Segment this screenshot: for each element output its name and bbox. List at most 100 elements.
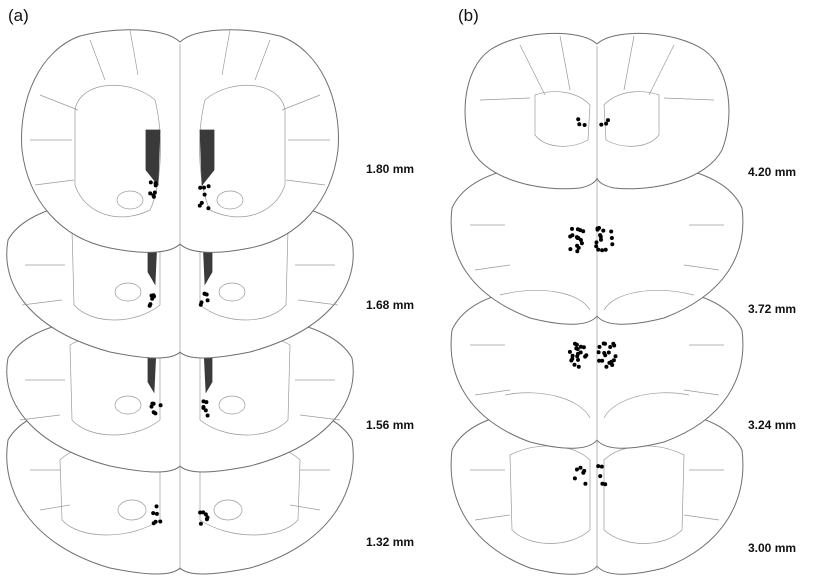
placement-dot: [198, 302, 203, 307]
placement-dot: [576, 364, 581, 369]
placement-dot: [570, 226, 574, 231]
placement-dot: [576, 117, 581, 122]
placement-dot: [205, 298, 210, 303]
placement-dot: [204, 517, 209, 522]
placement-dot: [151, 511, 156, 516]
placement-dot: [601, 228, 606, 233]
placement-dot: [610, 242, 615, 247]
placement-dot: [203, 512, 208, 517]
placement-dot: [599, 464, 604, 469]
placement-dot: [204, 400, 209, 405]
panel-b-label: (b): [458, 6, 479, 25]
placement-dot: [609, 229, 614, 234]
panel-a-sections: [6, 29, 354, 575]
placement-dot: [152, 294, 156, 299]
placement-dot: [578, 228, 583, 233]
placement-dot: [609, 236, 614, 240]
placement-dot: [583, 481, 588, 486]
placement-dot: [600, 358, 605, 363]
level-label-a4: 1.32 mm: [366, 535, 415, 549]
placement-dot: [598, 234, 603, 239]
placement-dot: [575, 243, 580, 248]
placement-dot: [570, 353, 575, 358]
placement-dot: [153, 183, 158, 188]
placement-dot: [603, 341, 607, 346]
placement-dot: [577, 122, 582, 127]
placement-dots: [147, 117, 618, 526]
placement-dot: [581, 345, 586, 350]
placement-dot: [596, 350, 601, 355]
placement-dot: [206, 184, 211, 189]
placement-dot: [151, 410, 156, 415]
placement-dot: [582, 123, 587, 127]
level-label-b4: 3.00 mm: [748, 541, 797, 555]
panel-b-sections: [450, 32, 744, 575]
placement-dot: [148, 191, 153, 196]
placement-dot: [606, 118, 610, 123]
placement-dot: [198, 185, 203, 190]
placement-dot: [568, 247, 573, 252]
section-a1: [21, 29, 339, 253]
placement-dot: [201, 405, 206, 409]
placement-dot: [611, 341, 616, 346]
placement-dot: [579, 241, 584, 246]
placement-dot: [151, 401, 156, 406]
placement-dot: [582, 468, 587, 473]
placement-dot: [603, 247, 608, 252]
level-label-a2: 1.68 mm: [366, 298, 415, 312]
placement-dot: [604, 364, 609, 369]
placement-dot: [610, 363, 615, 367]
section-b1: [464, 32, 730, 190]
placement-dot: [578, 344, 583, 349]
placement-dot: [606, 350, 611, 355]
placement-dot: [154, 504, 159, 509]
section-b4: [450, 407, 744, 575]
placement-dot: [578, 465, 583, 470]
placement-dot: [597, 358, 602, 363]
placement-dot: [613, 354, 618, 359]
placement-dot: [158, 519, 163, 524]
placement-dot: [198, 510, 203, 515]
placement-dot: [205, 413, 210, 418]
placement-dot: [202, 291, 207, 296]
placement-dot: [583, 354, 588, 359]
placement-dot: [595, 227, 600, 232]
placement-dot: [569, 358, 574, 363]
placement-dot: [594, 244, 599, 249]
placement-dot: [206, 206, 211, 211]
placement-dot: [199, 200, 204, 205]
placement-dot: [599, 237, 603, 242]
placement-dot: [572, 362, 577, 367]
placement-dot: [575, 249, 580, 254]
placement-dot: [574, 346, 579, 351]
placement-dot: [578, 238, 583, 242]
placement-dot: [594, 240, 599, 245]
section-a3: [6, 314, 354, 473]
placement-dot: [575, 354, 580, 359]
panel-a-label: (a): [8, 6, 29, 25]
placement-dot: [152, 190, 157, 195]
level-label-a1: 1.80 mm: [366, 162, 415, 176]
placement-dot: [604, 121, 609, 126]
placement-dot: [598, 474, 603, 479]
placement-dot: [608, 345, 613, 349]
placement-dot: [148, 302, 153, 307]
level-label-b1: 4.20 mm: [748, 165, 797, 179]
placement-dot: [153, 519, 158, 524]
placement-dot: [202, 192, 207, 197]
placement-dot: [611, 358, 616, 363]
placement-dot: [570, 233, 575, 238]
placement-dot: [203, 408, 208, 413]
placement-dot: [148, 180, 153, 185]
placement-dot: [574, 467, 579, 472]
level-label-b2: 3.72 mm: [748, 302, 797, 316]
placement-dot: [567, 349, 572, 354]
placement-dot: [596, 464, 601, 469]
placement-dot: [599, 122, 604, 127]
placement-dot: [158, 403, 163, 408]
placement-dot: [198, 521, 203, 526]
level-label-a3: 1.56 mm: [366, 418, 415, 432]
level-label-b3: 3.24 mm: [748, 418, 797, 432]
placement-dot: [202, 185, 206, 190]
